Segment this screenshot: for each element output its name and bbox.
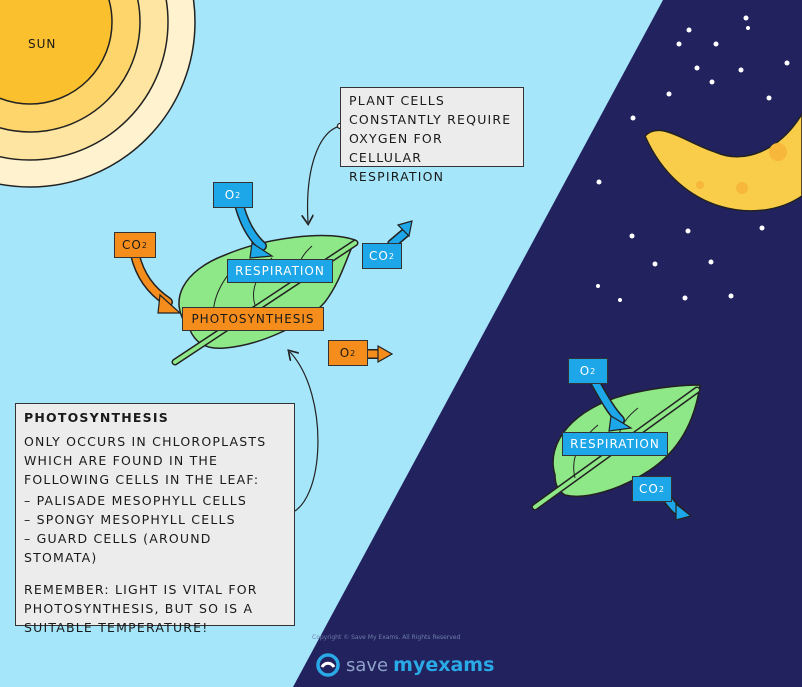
brand-logo-icon	[316, 653, 340, 677]
photo-note-intro: ONLY OCCURS IN CHLOROPLASTS	[24, 434, 267, 449]
plant-cells-note: PLANT CELLS CONSTANTLY REQUIRE OXYGEN FO…	[340, 87, 524, 184]
photo-note-remember: REMEMBER: LIGHT IS VITAL FOR	[24, 582, 258, 597]
sun-icon	[0, 0, 196, 188]
plant-note-line: CONSTANTLY REQUIRE	[349, 112, 512, 127]
stars	[596, 15, 790, 302]
photosynthesis-note: PHOTOSYNTHESIS ONLY OCCURS IN CHLOROPLAS…	[15, 403, 295, 635]
moon-icon	[644, 112, 802, 212]
photo-note-pointer	[288, 352, 319, 515]
brand-logo[interactable]: save my exams	[316, 652, 494, 678]
brand-save: save	[346, 654, 389, 676]
photosynthesis-box: PHOTOSYNTHESIS	[182, 307, 324, 331]
plant-note-pointer	[308, 125, 341, 222]
plant-note-line: RESPIRATION	[349, 169, 445, 184]
photo-note-intro: WHICH ARE FOUND IN THE	[24, 453, 219, 468]
photo-note-item: – GUARD CELLS (AROUND STOMATA)	[24, 531, 212, 565]
sun-label: SUN	[28, 37, 57, 51]
photo-note-item: – PALISADE MESOPHYLL CELLS	[24, 493, 247, 508]
copyright-text: Copyright © Save My Exams. All Rights Re…	[312, 634, 461, 641]
photo-note-remember: PHOTOSYNTHESIS, BUT SO IS A	[24, 601, 254, 616]
respiration-box: RESPIRATION	[227, 259, 333, 283]
photo-note-intro: FOLLOWING CELLS IN THE LEAF:	[24, 472, 260, 487]
photo-note-title: PHOTOSYNTHESIS	[24, 410, 169, 425]
photo-note-remember: SUITABLE TEMPERATURE!	[24, 620, 209, 635]
night-respiration-box: RESPIRATION	[562, 432, 668, 456]
photo-note-item: – SPONGY MESOPHYLL CELLS	[24, 512, 236, 527]
brand-exams: exams	[425, 654, 495, 676]
plant-note-line: PLANT CELLS	[349, 93, 445, 108]
plant-note-line: OXYGEN FOR CELLULAR	[349, 131, 443, 165]
brand-my: my	[393, 654, 426, 676]
